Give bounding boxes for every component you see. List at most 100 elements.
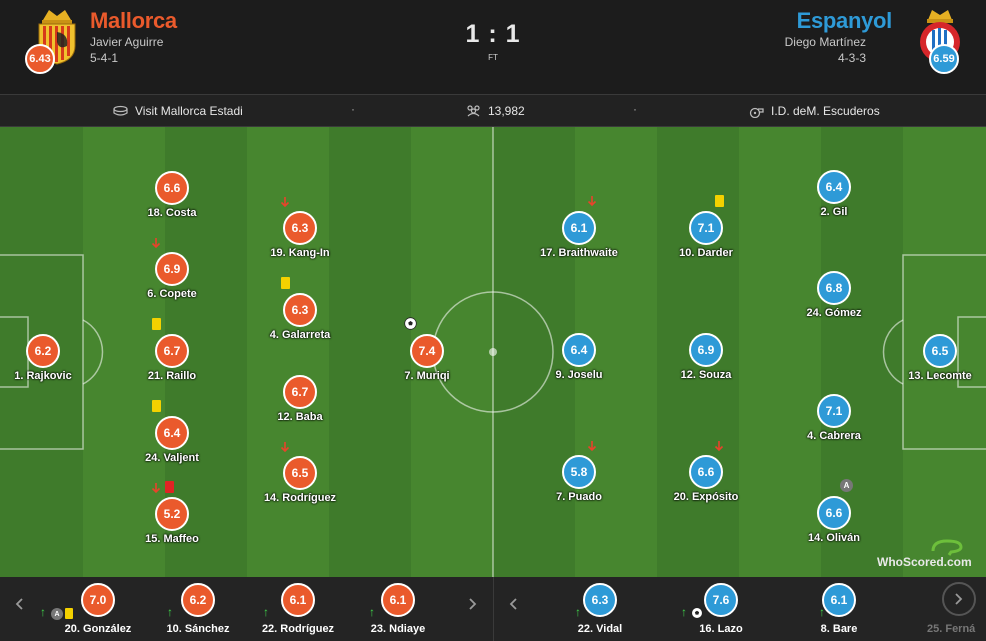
player-name: 17. Braithwaite bbox=[540, 247, 618, 259]
home-player-5[interactable]: 6.4 24. Valjent bbox=[117, 416, 227, 466]
player-name: 2. Gil bbox=[820, 206, 848, 218]
home-player-2[interactable]: 6.6 18. Costa bbox=[117, 171, 227, 221]
home-player-10[interactable]: 6.5 14. Rodríguez bbox=[245, 456, 355, 506]
away-player-10[interactable]: 6.4 9. Joselu bbox=[524, 333, 634, 383]
player-rating: 5.2 bbox=[155, 497, 189, 531]
chevron-right-icon[interactable] bbox=[468, 597, 478, 611]
away-player-4[interactable]: 7.1 4. Cabrera bbox=[779, 394, 889, 444]
away-sub-1[interactable]: 6.3 22. Vidal bbox=[545, 583, 655, 641]
arrow-down-icon bbox=[714, 441, 724, 452]
crowd-icon bbox=[467, 105, 480, 117]
home-player-7[interactable]: 6.3 19. Kang-In bbox=[245, 211, 355, 261]
football-icon bbox=[404, 317, 417, 330]
away-sub-3[interactable]: 6.1 8. Bare bbox=[784, 583, 894, 641]
home-player-8[interactable]: 6.3 4. Galarreta bbox=[245, 293, 355, 343]
arrow-up-icon: ↑ bbox=[369, 605, 375, 619]
assist-icon: A bbox=[840, 479, 853, 492]
substitutes-bar: 7.0 20. González 6.2 10. Sánchez 6.1 22.… bbox=[0, 577, 986, 641]
pitch-stripe bbox=[329, 127, 411, 577]
home-player-11[interactable]: 7.4 7. Muriqi bbox=[372, 334, 482, 384]
arrow-down-icon bbox=[151, 483, 161, 494]
chevron-right-icon bbox=[955, 593, 963, 605]
assist-icon: A bbox=[51, 608, 63, 620]
away-player-6[interactable]: 7.1 10. Darder bbox=[651, 211, 761, 261]
away-player-3[interactable]: 6.8 24. Gómez bbox=[779, 271, 889, 321]
subs-divider bbox=[493, 577, 494, 641]
away-manager: Diego Martínez bbox=[784, 35, 866, 49]
mallorca-crest-icon bbox=[38, 10, 76, 65]
arrow-down-icon bbox=[151, 238, 161, 249]
info-separator: · bbox=[351, 102, 355, 116]
player-rating: 6.7 bbox=[283, 375, 317, 409]
player-name: 23. Ndiaye bbox=[370, 623, 426, 635]
away-player-1[interactable]: 6.5 13. Lecomte bbox=[885, 334, 986, 384]
stadium-info: Visit Mallorca Estadi bbox=[113, 104, 243, 118]
home-sub-4[interactable]: 6.1 23. Ndiaye bbox=[343, 583, 453, 641]
away-player-8[interactable]: 6.6 20. Expósito bbox=[651, 455, 761, 505]
player-name: 9. Joselu bbox=[555, 369, 603, 381]
arrow-up-icon: ↑ bbox=[167, 605, 173, 619]
brand-suffix: .com bbox=[943, 555, 972, 569]
away-sub-2[interactable]: 7.6 16. Lazo bbox=[666, 583, 776, 641]
player-name: 20. Expósito bbox=[673, 491, 739, 503]
player-rating: 7.1 bbox=[817, 394, 851, 428]
player-name: 22. Vidal bbox=[577, 623, 623, 635]
player-rating: 6.2 bbox=[26, 334, 60, 368]
player-name: 10. Sánchez bbox=[166, 623, 230, 635]
player-name: 16. Lazo bbox=[699, 623, 743, 635]
arrow-up-icon: ↑ bbox=[819, 605, 825, 619]
player-rating: 6.7 bbox=[155, 334, 189, 368]
player-name: 7. Muriqi bbox=[404, 370, 450, 382]
player-rating: 6.6 bbox=[689, 455, 723, 489]
home-player-9[interactable]: 6.7 12. Baba bbox=[245, 375, 355, 425]
player-name: 6. Copete bbox=[147, 288, 197, 300]
player-rating: 6.1 bbox=[562, 211, 596, 245]
away-player-9[interactable]: 6.1 17. Braithwaite bbox=[524, 211, 634, 261]
pitch: 6.2 1. Rajkovic 6.6 18. Costa 6.9 6. Cop… bbox=[0, 127, 986, 577]
player-rating: 5.8 bbox=[562, 455, 596, 489]
player-name: 1. Rajkovic bbox=[14, 370, 72, 382]
arrow-up-icon: ↑ bbox=[575, 605, 581, 619]
chevron-left-icon[interactable] bbox=[508, 597, 518, 611]
away-player-7[interactable]: 6.9 12. Souza bbox=[651, 333, 761, 383]
home-player-3[interactable]: 6.9 6. Copete bbox=[117, 252, 227, 302]
player-rating: 6.1 bbox=[281, 583, 315, 617]
player-rating: 6.9 bbox=[689, 333, 723, 367]
arrow-down-icon bbox=[280, 197, 290, 208]
home-sub-2[interactable]: 6.2 10. Sánchez bbox=[143, 583, 253, 641]
arrow-up-icon: ↑ bbox=[40, 605, 46, 619]
player-rating: 6.6 bbox=[155, 171, 189, 205]
home-player-4[interactable]: 6.7 21. Raillo bbox=[117, 334, 227, 384]
arrow-down-icon bbox=[280, 442, 290, 453]
player-name: 14. Rodríguez bbox=[263, 492, 337, 504]
home-team-name[interactable]: Mallorca bbox=[90, 8, 177, 33]
arrow-up-icon: ↑ bbox=[681, 605, 687, 619]
home-sub-1[interactable]: 7.0 20. González bbox=[43, 583, 153, 641]
referee-info: I.D. deM. Escuderos bbox=[749, 104, 880, 118]
home-player-6[interactable]: 5.2 15. Maffeo bbox=[117, 497, 227, 547]
away-player-11[interactable]: 5.8 7. Puado bbox=[524, 455, 634, 505]
arrow-up-icon: ↑ bbox=[263, 605, 269, 619]
brand-name: WhoScored bbox=[877, 555, 944, 569]
next-page-button[interactable] bbox=[942, 582, 976, 616]
home-team-rating: 6.43 bbox=[25, 44, 55, 74]
player-rating: 7.4 bbox=[410, 334, 444, 368]
whistle-icon bbox=[749, 107, 764, 118]
info-separator: · bbox=[633, 102, 637, 116]
away-player-5[interactable]: 6.6 14. Oliván bbox=[779, 496, 889, 546]
player-rating: 6.9 bbox=[155, 252, 189, 286]
player-rating: 6.8 bbox=[817, 271, 851, 305]
player-name: 12. Souza bbox=[680, 369, 732, 381]
player-rating: 7.0 bbox=[81, 583, 115, 617]
away-sub-4-name[interactable]: 25. Ferná bbox=[927, 623, 976, 635]
home-player-1[interactable]: 6.2 1. Rajkovic bbox=[0, 334, 98, 384]
away-team-name[interactable]: Espanyol bbox=[796, 8, 893, 33]
chevron-left-icon[interactable] bbox=[14, 597, 24, 611]
home-sub-3[interactable]: 6.1 22. Rodríguez bbox=[243, 583, 353, 641]
away-player-2[interactable]: 6.4 2. Gil bbox=[779, 170, 889, 220]
player-rating: 6.3 bbox=[283, 293, 317, 327]
whoscored-logo: WhoScored.com bbox=[877, 539, 972, 569]
attendance-info: 13,982 bbox=[466, 104, 525, 118]
player-rating: 6.2 bbox=[181, 583, 215, 617]
